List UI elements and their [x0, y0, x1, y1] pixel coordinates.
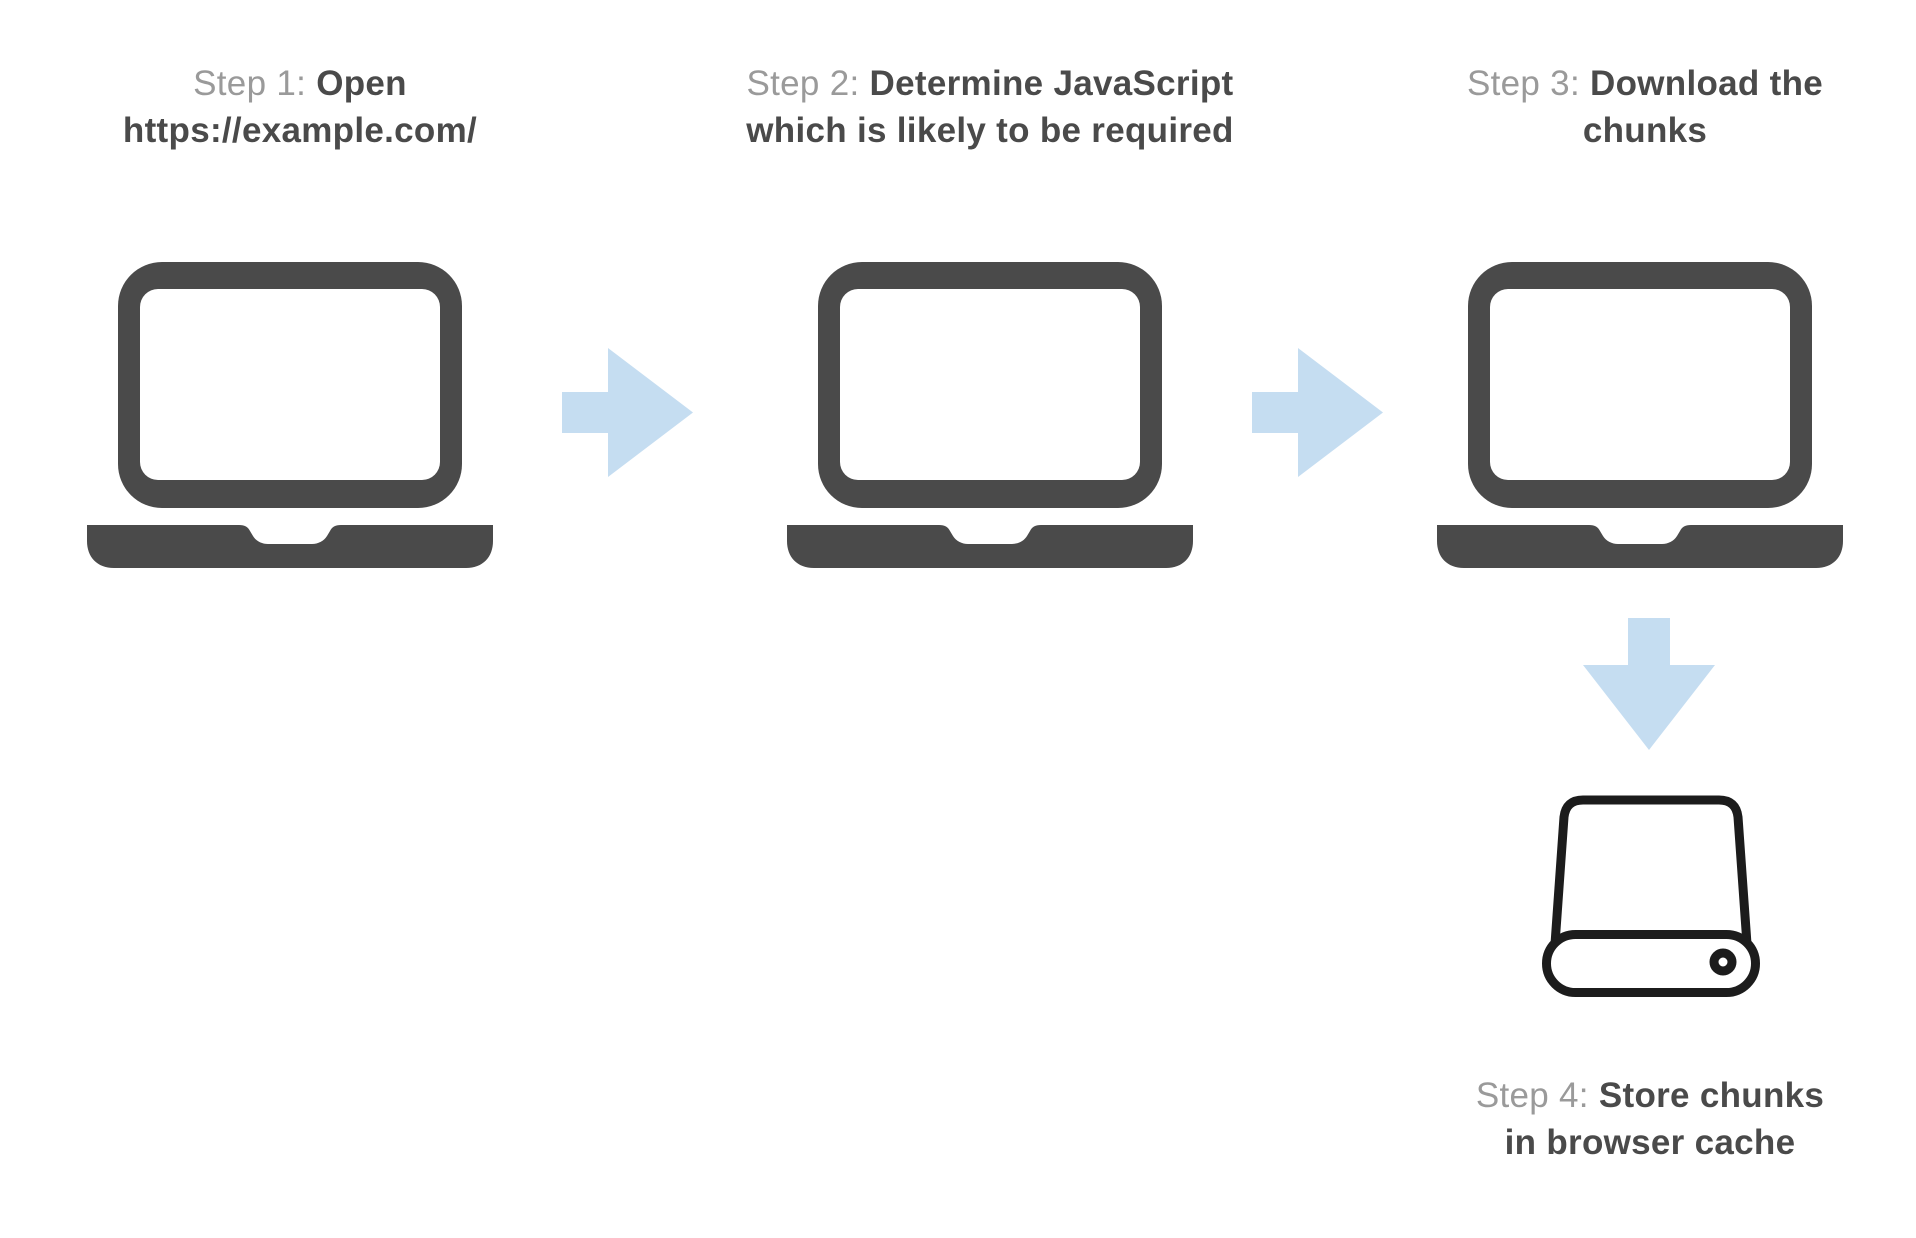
- step-4-title-part-2: in browser cache: [1504, 1123, 1796, 1162]
- step-4-title-part-1: Store chunks: [1598, 1076, 1825, 1115]
- step-4-caption-line-1: Step 4: Store chunks: [1390, 1072, 1910, 1119]
- step-3-title-part-1: Download the: [1590, 64, 1824, 103]
- arrow-down-icon-step3-step4: [1583, 618, 1715, 750]
- step-2-laptop-icon: [787, 262, 1193, 568]
- step-1-laptop-icon: [87, 262, 493, 568]
- step-2-caption: Step 2: Determine JavaScript which is li…: [690, 60, 1290, 154]
- step-4-caption: Step 4: Store chunks in browser cache: [1390, 1072, 1910, 1166]
- arrow-right-icon-step1-step2: [562, 348, 693, 477]
- step-3-label: Step 3:: [1466, 64, 1580, 103]
- step-2-caption-line-1: Step 2: Determine JavaScript: [690, 60, 1290, 107]
- step-1-title-part-2: https://example.com/: [122, 111, 478, 150]
- step-1-caption-line-1: Step 1: Open: [20, 60, 580, 107]
- step-2-title-part-1: Determine JavaScript: [869, 64, 1234, 103]
- step-3-laptop-icon: [1437, 262, 1843, 568]
- arrow-right-icon-step2-step3: [1252, 348, 1383, 477]
- step-3-title-part-2: chunks: [1582, 111, 1708, 150]
- step-4-label: Step 4:: [1475, 1076, 1589, 1115]
- step-2-label: Step 2:: [746, 64, 860, 103]
- step-1-caption: Step 1: Open https://example.com/: [20, 60, 580, 154]
- hard-drive-icon: [1542, 795, 1760, 997]
- step-2-title-part-2: which is likely to be required: [746, 111, 1234, 150]
- step-3-caption: Step 3: Download the chunks: [1385, 60, 1905, 154]
- step-1-label: Step 1:: [193, 64, 307, 103]
- step-1-title-part-1: Open: [316, 64, 407, 103]
- step-3-caption-line-1: Step 3: Download the: [1385, 60, 1905, 107]
